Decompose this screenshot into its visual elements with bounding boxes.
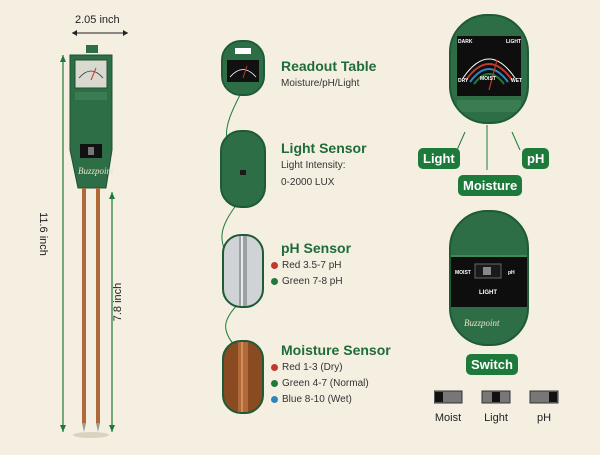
switch-moist-label: MOIST bbox=[455, 270, 471, 276]
blue-dot bbox=[271, 395, 278, 403]
section-title: Readout Table bbox=[281, 58, 377, 74]
section-line: Green 4-7 (Normal) bbox=[271, 377, 391, 391]
moisture-blue-range: Blue 8-10 (Wet) bbox=[282, 394, 352, 405]
switch-light-icon bbox=[481, 390, 511, 404]
section-line: Moisture/pH/Light bbox=[281, 78, 360, 89]
switch-position-icons bbox=[434, 390, 559, 404]
switch-ph-icon bbox=[529, 390, 559, 404]
probe-label: 7.8 inch bbox=[112, 282, 124, 322]
switch-moist-icon bbox=[434, 390, 463, 404]
switch-tag: Switch bbox=[466, 354, 518, 375]
moisture-green-range: Green 4-7 (Normal) bbox=[282, 378, 369, 389]
section-moisture-sensor: Moisture Sensor Red 1-3 (Dry) Green 4-7 … bbox=[271, 342, 391, 407]
device-dimension-panel: 2.05 inch Buzzpoint 11.6 inch 7.8 inch bbox=[0, 0, 160, 450]
switch-closeup bbox=[449, 210, 529, 346]
section-line: Blue 8-10 (Wet) bbox=[271, 393, 391, 407]
switch-position-ph: pH bbox=[536, 412, 552, 424]
meter-light-label: LIGHT bbox=[506, 39, 521, 45]
device-illustration bbox=[60, 30, 128, 438]
switch-ph-label: pH bbox=[508, 270, 515, 276]
section-light-sensor: Light Sensor Light Intensity: 0-2000 LUX bbox=[281, 140, 367, 190]
meter-moist-label: MOIST bbox=[480, 76, 496, 82]
switch-position-moist: Moist bbox=[434, 412, 462, 424]
section-line: Light Intensity: bbox=[281, 160, 346, 171]
ph-sensor-thumb bbox=[222, 234, 264, 308]
ph-red-range: Red 3.5-7 pH bbox=[282, 260, 342, 271]
switch-light-label: LIGHT bbox=[479, 290, 497, 296]
width-label: 2.05 inch bbox=[75, 14, 120, 26]
section-ph-sensor: pH Sensor Red 3.5-7 pH Green 7-8 pH bbox=[271, 240, 352, 289]
red-dot bbox=[271, 261, 278, 269]
moisture-red-range: Red 1-3 (Dry) bbox=[282, 362, 343, 373]
moisture-tag: Moisture bbox=[458, 175, 523, 196]
light-sensor-thumb bbox=[220, 130, 266, 208]
section-line: Green 7-8 pH bbox=[271, 275, 351, 289]
red-dot bbox=[271, 363, 278, 371]
section-title: Light Sensor bbox=[281, 140, 367, 156]
ph-green-range: Green 7-8 pH bbox=[282, 276, 343, 287]
meter-dry-label: DRY bbox=[458, 78, 469, 84]
section-line: 0-2000 LUX bbox=[281, 177, 335, 188]
meter-face bbox=[449, 14, 529, 124]
meter-wet-label: WET bbox=[511, 78, 523, 84]
height-label: 11.6 inch bbox=[37, 212, 49, 256]
moisture-sensor-thumb bbox=[222, 340, 264, 414]
section-readout-table: Readout Table Moisture/pH/Light bbox=[281, 58, 376, 91]
switch-brand-logo: Buzzpoint bbox=[464, 318, 500, 328]
green-dot bbox=[271, 277, 278, 285]
section-title: Moisture Sensor bbox=[281, 342, 391, 358]
readout-table-thumb bbox=[221, 40, 265, 96]
section-line: Red 3.5-7 pH bbox=[271, 259, 351, 273]
ph-tag: pH bbox=[522, 148, 550, 169]
section-line: Red 1-3 (Dry) bbox=[271, 361, 391, 375]
green-dot bbox=[271, 379, 278, 387]
switch-position-light: Light bbox=[484, 412, 508, 424]
brand-logo: Buzzpoint bbox=[78, 166, 114, 176]
meter-dark-label: DARK bbox=[458, 39, 473, 45]
light-tag: Light bbox=[418, 148, 460, 169]
section-title: pH Sensor bbox=[281, 240, 352, 256]
